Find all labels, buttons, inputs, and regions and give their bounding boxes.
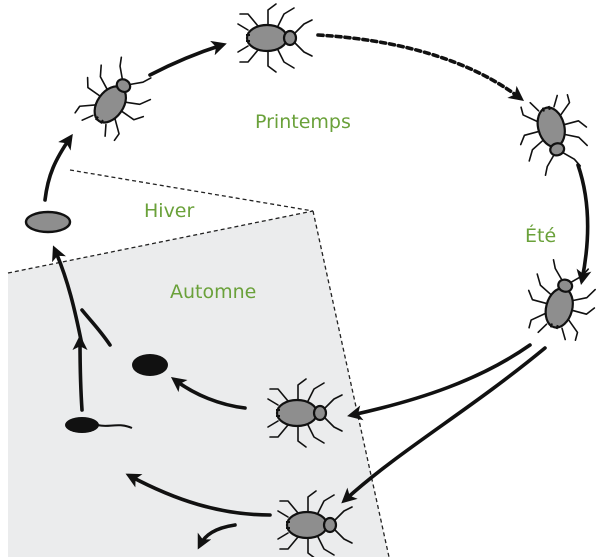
aphid-icon-3 xyxy=(509,89,597,181)
autumn-boundary xyxy=(312,210,390,557)
label-hiver: Hiver xyxy=(144,200,194,222)
autumn-panel xyxy=(8,211,389,557)
arrow-branch-lower xyxy=(72,334,88,412)
aphid-icon-4 xyxy=(517,254,601,346)
aphid-icon-2 xyxy=(236,2,314,74)
aphid-icon-1 xyxy=(64,46,166,149)
sperm-icon xyxy=(65,417,133,433)
arrow-aphid3-to-aphid4 xyxy=(576,163,592,285)
arrow-aphid4-to-aphid6 xyxy=(341,346,547,504)
arrow-aphid1-to-aphid2 xyxy=(148,40,227,77)
arrow-tail-left xyxy=(197,523,237,550)
arrow-branch-upper xyxy=(80,308,112,347)
winter-boundary-top xyxy=(69,169,314,212)
arrow-aphid5-to-egg xyxy=(170,376,247,410)
arrow-to-winter-egg xyxy=(52,245,84,347)
arrow-aphid4-to-aphid5 xyxy=(347,343,532,421)
label-ete: Été xyxy=(525,224,556,247)
egg-icon-autumn xyxy=(132,354,168,376)
egg-icon-winter xyxy=(24,210,72,234)
label-printemps: Printemps xyxy=(255,111,351,133)
arrow-aphid6-to-male xyxy=(125,473,272,517)
arrow-aphid2-to-aphid3-dotted xyxy=(316,33,525,102)
label-automne: Automne xyxy=(170,281,256,303)
arrow-egg-to-aphid1 xyxy=(43,133,73,202)
